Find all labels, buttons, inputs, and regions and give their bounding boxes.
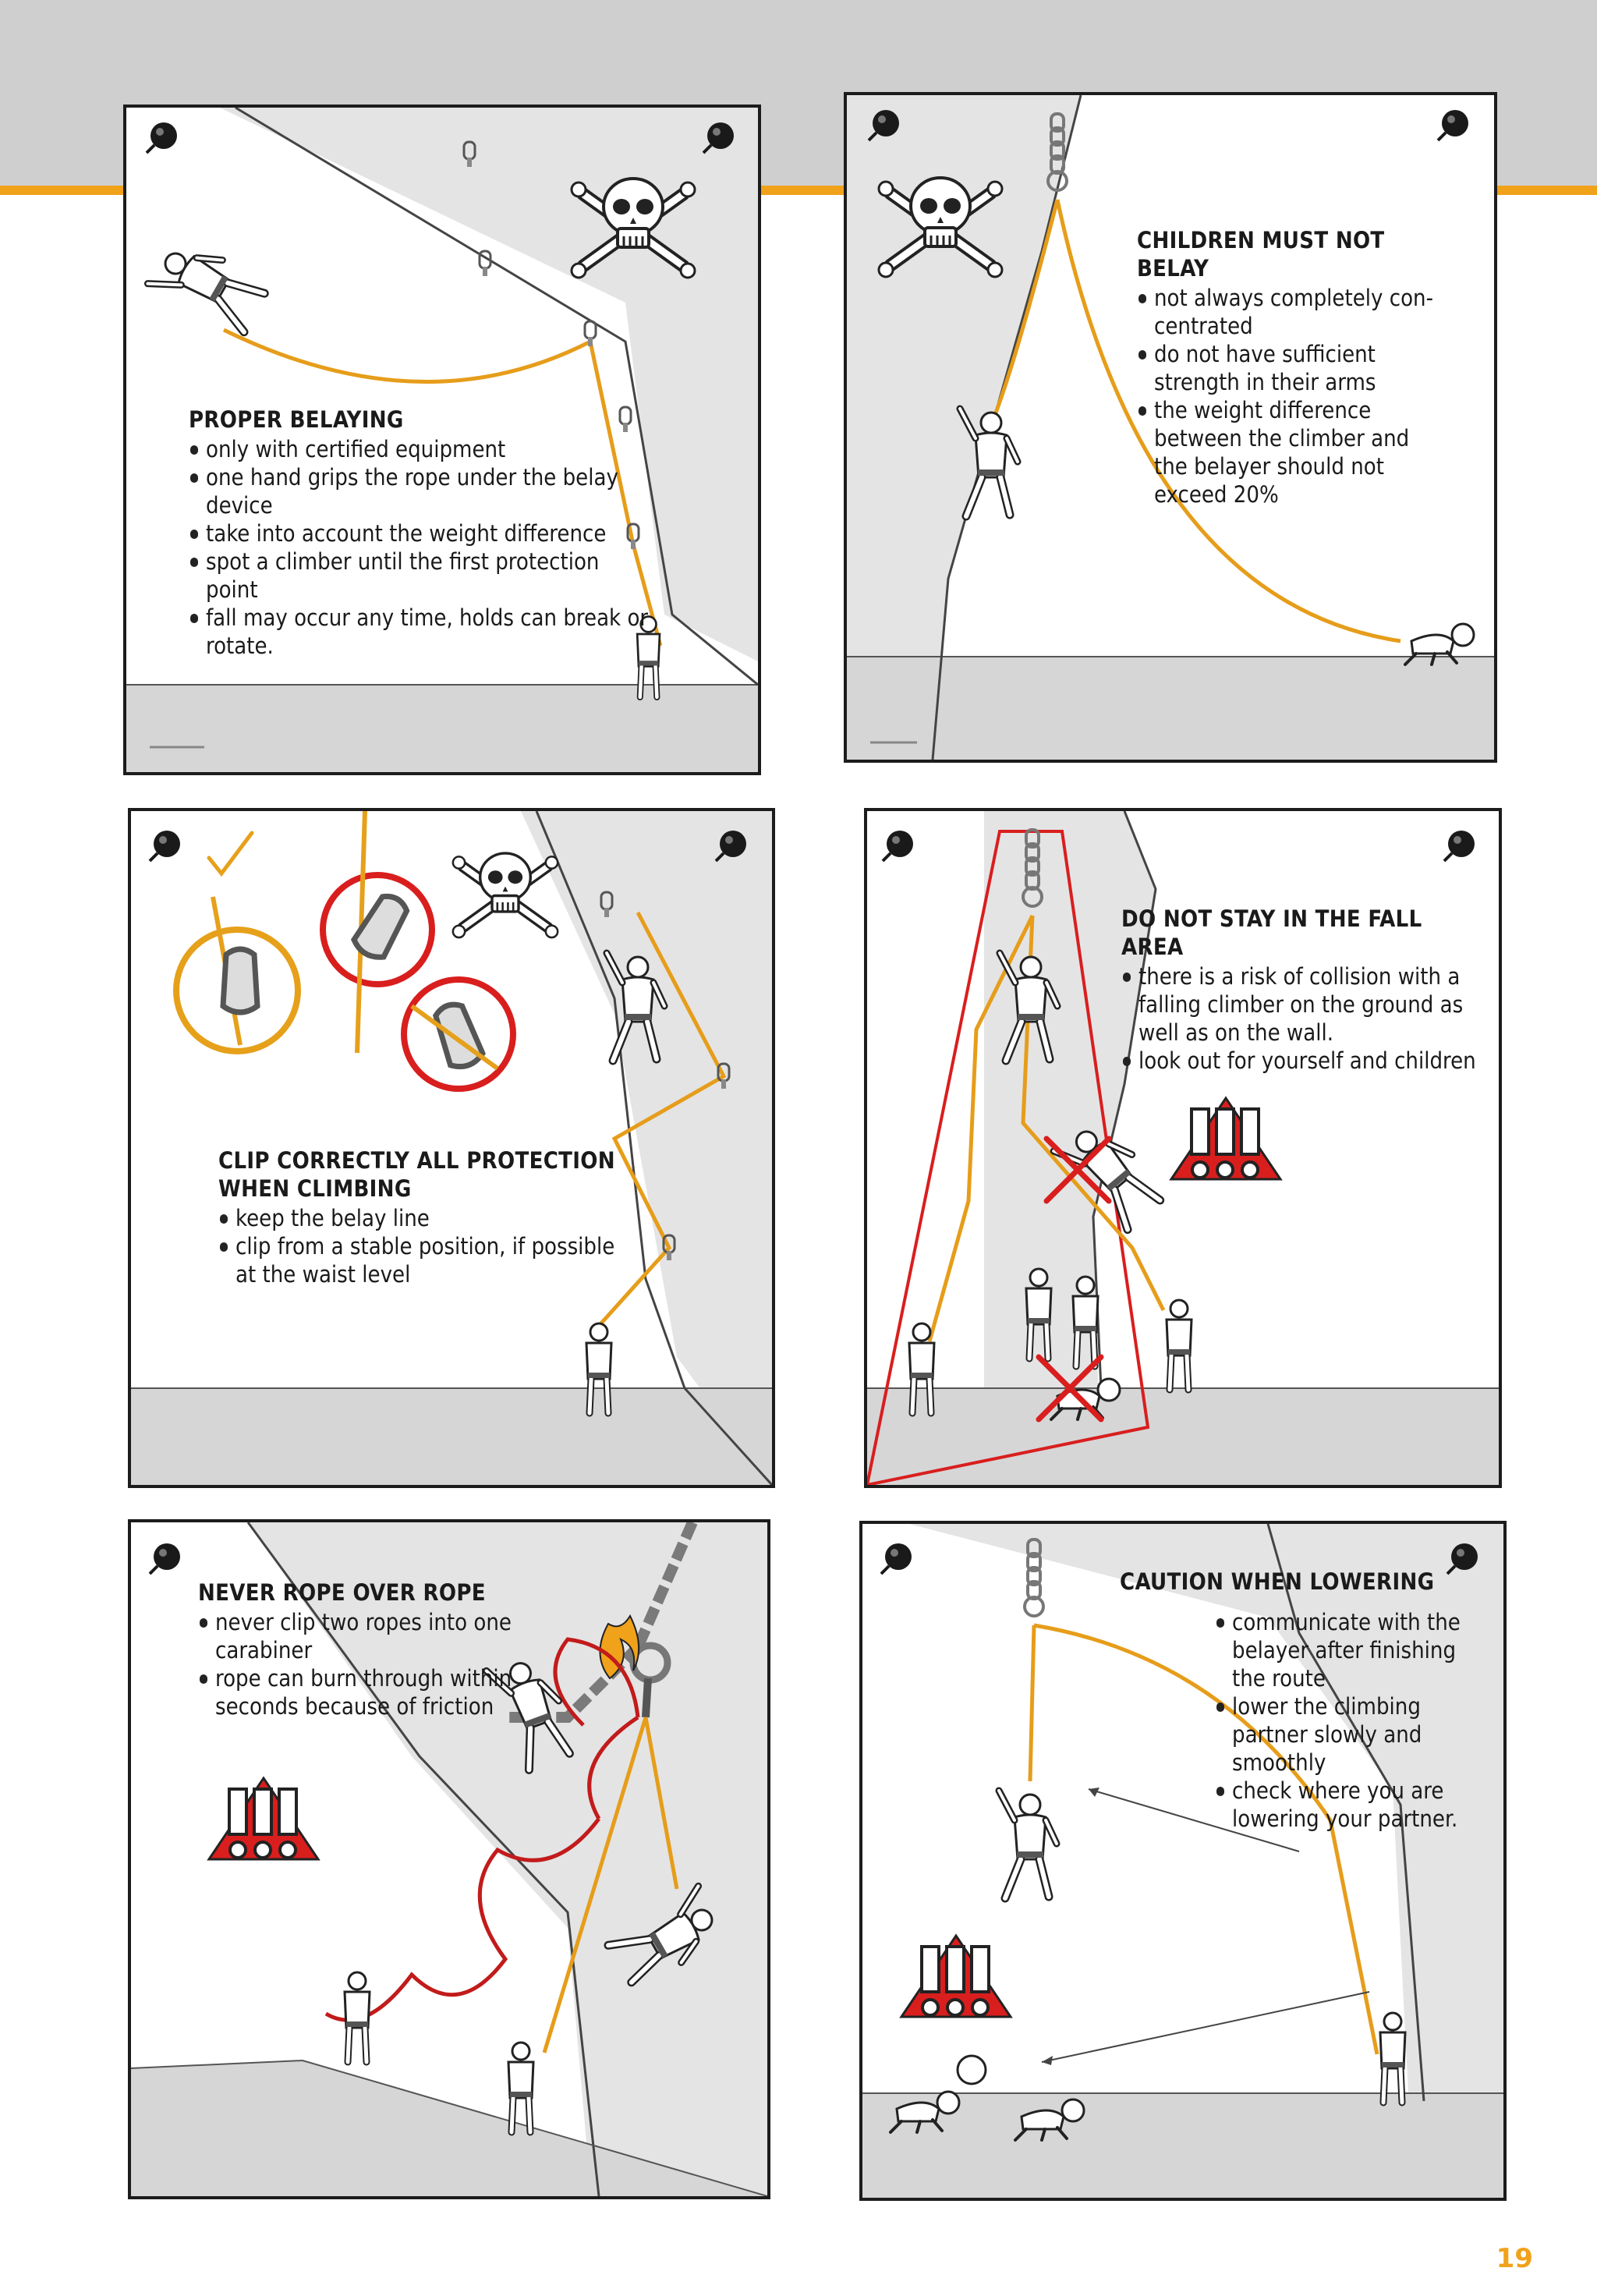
illustration-never-rope-over-rope (131, 1522, 767, 2196)
bullet-item: one hand grips the rope under the belay … (189, 463, 657, 519)
illustration-proper-belaying (126, 108, 758, 772)
panel-never-rope-over-rope: NEVER ROPE OVER ROPE never clip two rope… (128, 1519, 770, 2199)
pushpin-icon (145, 121, 179, 154)
pushpin-icon (148, 829, 182, 863)
panel-title: DO NOT STAY IN THE FALL AREA (1121, 905, 1422, 960)
pushpin-icon (148, 1542, 182, 1575)
climber-lowering-figure (999, 1791, 1057, 1898)
pushpin-icon (881, 829, 915, 863)
panel-children-must-not-belay: CHILDREN MUST NOT BELAY not always compl… (844, 92, 1497, 763)
fall-zone-outline (867, 830, 1150, 1485)
panel-fall-area: DO NOT STAY IN THE FALL AREA there is a … (864, 808, 1502, 1488)
fire-icon (599, 1614, 640, 1680)
checkmark-icon (207, 831, 254, 877)
pushpin-icon (880, 1542, 913, 1575)
text-never-rope-over-rope: NEVER ROPE OVER ROPE never clip two rope… (198, 1578, 541, 1720)
page-number: 19 (1496, 2243, 1533, 2274)
climber-figure (147, 234, 270, 338)
warning-exclamation-icon (1170, 1097, 1282, 1181)
text-children-must-not-belay: CHILDREN MUST NOT BELAY not always compl… (1137, 226, 1449, 508)
bullet-item: only with certified equipment (189, 435, 657, 463)
warning-exclamation-icon (900, 1934, 1012, 2018)
carabiner-icon (431, 1000, 485, 1071)
carabiner-icon (223, 949, 257, 1012)
illustration-caution-when-lowering (862, 1524, 1503, 2198)
text-fall-area: DO NOT STAY IN THE FALL AREA there is a … (1121, 905, 1480, 1075)
panel-title: CLIP CORRECTLY ALL PROTECTION WHEN CLIMB… (218, 1147, 615, 1202)
text-proper-belaying: PROPER BELAYING only with certified equi… (189, 406, 657, 660)
belayer-figure (508, 2043, 533, 2132)
pushpin-icon (1443, 829, 1476, 863)
bullet-item: there is a risk of collision with a fall… (1121, 962, 1480, 1047)
panel-title: NEVER ROPE OVER ROPE (198, 1579, 486, 1606)
bullet-item: lower the climbing partner slowly and sm… (1215, 1692, 1480, 1777)
text-caution-when-lowering: communicate with the belayer after finis… (1215, 1608, 1480, 1833)
bullet-item: the weight difference between the climbe… (1137, 396, 1449, 508)
panel-proper-belaying: PROPER BELAYING only with certified equi… (123, 105, 761, 775)
bullet-item: look out for yourself and children (1121, 1047, 1480, 1075)
bullet-item: fall may occur any time, holds can break… (189, 604, 657, 660)
wrong-clip-circle (401, 976, 516, 1092)
panel-title: CAUTION WHEN LOWERING (1120, 1568, 1435, 1595)
bullet-item: keep the belay line (218, 1204, 624, 1232)
wrong-clip-circle (320, 872, 435, 987)
illustration-fall-area (867, 811, 1499, 1485)
illustration-children-must-not-belay (847, 95, 1494, 760)
bullet-item: spot a climber until the first protectio… (189, 547, 657, 604)
belayer-figure (345, 1972, 370, 2062)
pushpin-icon (1436, 108, 1470, 142)
correct-clip-circle (173, 927, 301, 1054)
skull-crossbones-icon (453, 853, 558, 937)
ball-icon (956, 2054, 987, 2085)
panel-title: CHILDREN MUST NOT BELAY (1137, 227, 1385, 282)
bullet-item: take into account the weight difference (189, 519, 657, 547)
panel-title: PROPER BELAYING (189, 406, 404, 433)
belayer-figure (1167, 1300, 1192, 1390)
bullet-item: check where you are lowering your partne… (1215, 1777, 1480, 1833)
bullet-item: communicate with the belayer after finis… (1215, 1608, 1480, 1692)
bullet-item: do not have sufficient strength in their… (1137, 340, 1449, 396)
bullet-item: never clip two ropes into one carabiner (198, 1608, 541, 1664)
panel-caution-when-lowering: CAUTION WHEN LOWERING communicate with t… (859, 1521, 1507, 2201)
bullet-item: not always completely con-centrated (1137, 284, 1449, 340)
illustration-clip-correctly (131, 811, 772, 1485)
belayer-figure (1380, 2013, 1405, 2103)
panel-clip-correctly: CLIP CORRECTLY ALL PROTECTION WHEN CLIMB… (128, 808, 775, 1488)
warning-exclamation-icon (207, 1777, 320, 1861)
text-caution-when-lowering-title: CAUTION WHEN LOWERING (1120, 1568, 1447, 1597)
bullet-item: rope can burn through within seconds bec… (198, 1664, 541, 1720)
text-clip-correctly: CLIP CORRECTLY ALL PROTECTION WHEN CLIMB… (218, 1146, 624, 1288)
bullet-item: clip from a stable position, if possible… (218, 1232, 624, 1288)
